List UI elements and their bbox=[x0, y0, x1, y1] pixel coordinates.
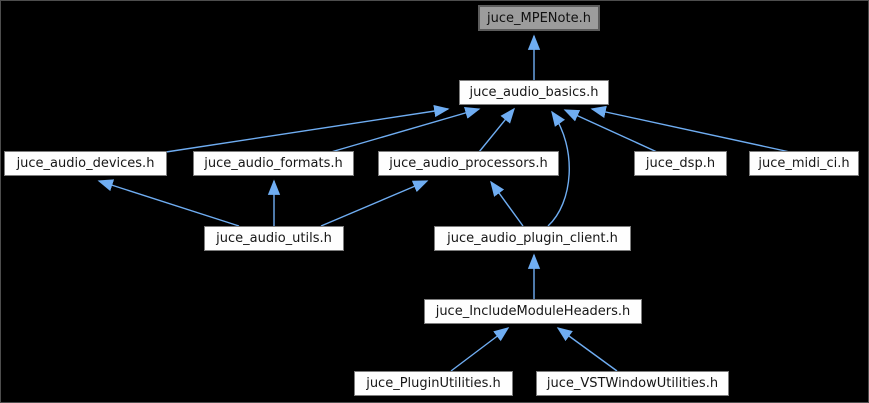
node-label: juce_IncludeModuleHeaders.h bbox=[435, 304, 631, 319]
node-juce_audio_formats[interactable]: juce_audio_formats.h bbox=[193, 151, 354, 176]
node-label: juce_audio_processors.h bbox=[389, 156, 548, 171]
node-juce_MPENote: juce_MPENote.h bbox=[478, 5, 600, 31]
edge-juce_VSTWindowUtilities-to-juce_IncludeModuleHeaders bbox=[556, 327, 618, 372]
node-juce_audio_devices[interactable]: juce_audio_devices.h bbox=[4, 151, 167, 176]
node-label: juce_VSTWindowUtilities.h bbox=[546, 376, 719, 391]
node-juce_audio_basics[interactable]: juce_audio_basics.h bbox=[459, 80, 609, 105]
edge-juce_audio_formats-to-juce_audio_basics bbox=[330, 106, 481, 153]
edge-juce_audio_plugin_client-to-juce_audio_basics bbox=[547, 110, 570, 227]
edge-juce_audio_processors-to-juce_audio_basics bbox=[478, 107, 515, 153]
node-juce_IncludeModuleHeaders[interactable]: juce_IncludeModuleHeaders.h bbox=[424, 299, 642, 324]
node-label: juce_audio_plugin_client.h bbox=[447, 231, 618, 246]
node-label: juce_audio_formats.h bbox=[204, 156, 343, 171]
node-label: juce_audio_utils.h bbox=[216, 231, 332, 246]
edge-juce_audio_utils-to-juce_audio_devices bbox=[97, 179, 240, 227]
node-label: juce_MPENote.h bbox=[487, 10, 591, 26]
node-juce_PluginUtilities[interactable]: juce_PluginUtilities.h bbox=[354, 371, 513, 396]
edge-juce_PluginUtilities-to-juce_IncludeModuleHeaders bbox=[450, 327, 510, 372]
node-juce_midi_ci[interactable]: juce_midi_ci.h bbox=[749, 151, 859, 176]
node-label: juce_audio_basics.h bbox=[469, 85, 599, 100]
node-label: juce_PluginUtilities.h bbox=[366, 376, 501, 391]
edge-juce_midi_ci-to-juce_audio_basics bbox=[590, 105, 791, 153]
node-juce_audio_utils[interactable]: juce_audio_utils.h bbox=[204, 226, 344, 251]
edge-juce_dsp-to-juce_audio_basics bbox=[563, 109, 658, 153]
edge-juce_audio_devices-to-juce_audio_basics bbox=[165, 104, 450, 153]
node-juce_dsp[interactable]: juce_dsp.h bbox=[634, 151, 727, 176]
node-label: juce_audio_devices.h bbox=[16, 156, 155, 171]
node-juce_VSTWindowUtilities[interactable]: juce_VSTWindowUtilities.h bbox=[536, 371, 729, 396]
edge-juce_audio_utils-to-juce_audio_processors bbox=[320, 180, 429, 227]
node-juce_audio_plugin_client[interactable]: juce_audio_plugin_client.h bbox=[434, 226, 631, 251]
edge-juce_audio_plugin_client-to-juce_audio_processors bbox=[490, 180, 524, 227]
node-label: juce_midi_ci.h bbox=[758, 156, 850, 171]
node-juce_audio_processors[interactable]: juce_audio_processors.h bbox=[378, 151, 559, 176]
node-label: juce_dsp.h bbox=[645, 156, 716, 171]
